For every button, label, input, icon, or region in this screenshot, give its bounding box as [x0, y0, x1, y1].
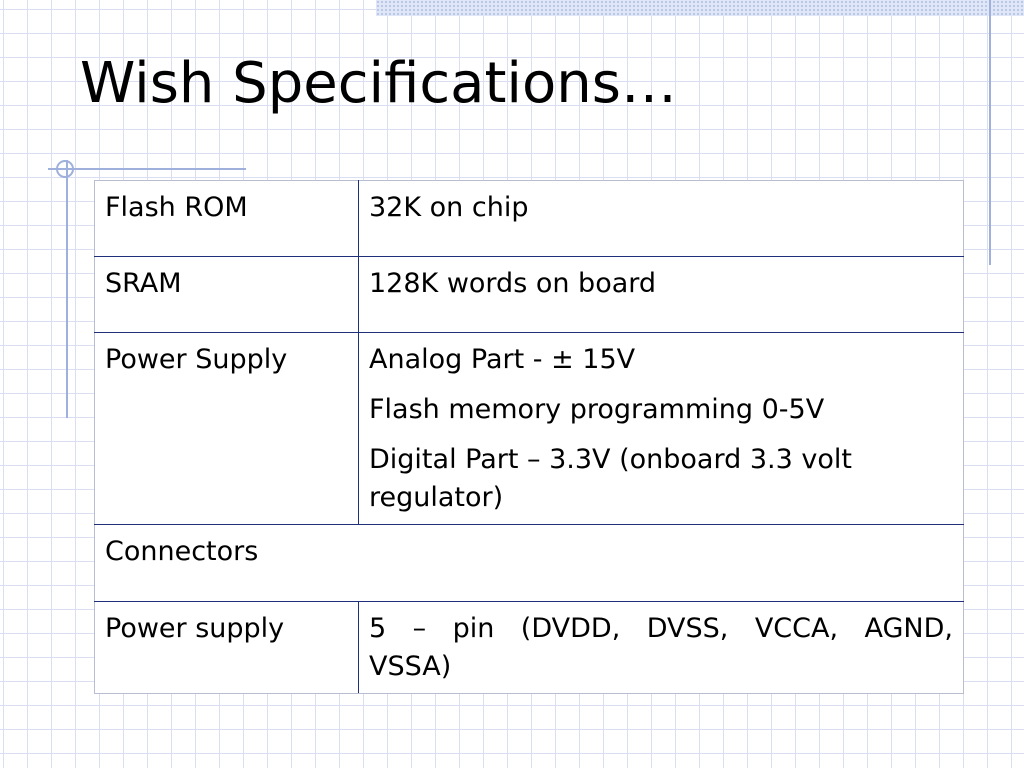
table-row: Power supply 5 – pin (DVDD, DVSS, VCCA, …: [94, 601, 964, 694]
table-row: Connectors: [94, 524, 964, 602]
spec-label: Power supply: [94, 601, 359, 694]
top-decorative-band: [376, 0, 1024, 16]
spec-value-line: Analog Part - ± 15V: [369, 344, 636, 375]
spec-label: Flash ROM: [94, 180, 359, 257]
left-decorative-rule: [66, 160, 68, 418]
spec-label: SRAM: [94, 256, 359, 333]
table-row: Flash ROM 32K on chip: [94, 180, 964, 257]
section-header: Connectors: [94, 524, 964, 602]
spec-table: Flash ROM 32K on chip SRAM 128K words on…: [94, 180, 964, 694]
right-decorative-rule: [989, 0, 991, 265]
table-row: Power Supply Analog Part - ± 15V Flash m…: [94, 332, 964, 525]
spec-value: 128K words on board: [358, 256, 964, 333]
spec-value-line: Digital Part – 3.3V (onboard 3.3 volt re…: [369, 444, 852, 513]
spec-value-list: Analog Part - ± 15V Flash memory program…: [358, 332, 964, 525]
title-underline-rule: [48, 168, 246, 170]
spec-value: 32K on chip: [358, 180, 964, 257]
spec-value-line: Flash memory programming 0-5V: [369, 394, 825, 425]
spec-label: Power Supply: [94, 332, 359, 525]
ring-ornament-icon: [56, 160, 74, 178]
table-row: SRAM 128K words on board: [94, 256, 964, 333]
spec-value: 5 – pin (DVDD, DVSS, VCCA, AGND, VSSA): [358, 601, 964, 694]
slide-title: Wish Specifications…: [80, 51, 677, 116]
